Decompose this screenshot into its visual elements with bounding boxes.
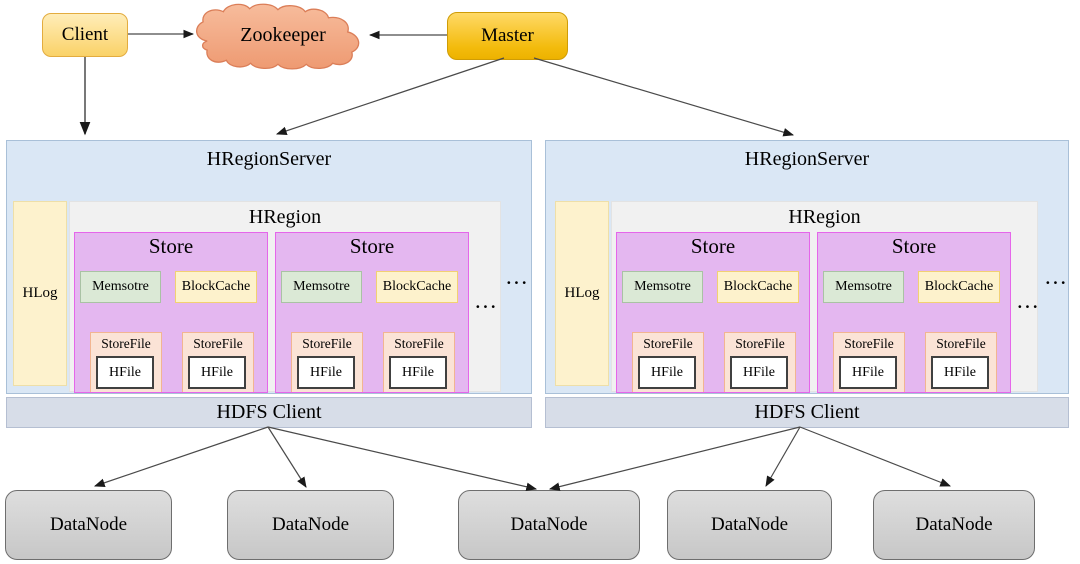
storefile-label: StoreFile xyxy=(101,336,151,351)
more-regions-ellipsis: ··· xyxy=(1045,273,1069,292)
store-title: Store xyxy=(891,234,937,258)
client-node: Client xyxy=(42,13,128,57)
arrow-hdfs2-to-datanode3 xyxy=(548,426,801,491)
hfile-box: HFile xyxy=(297,356,355,389)
store-2-1: Store Memsotre BlockCache StoreFile HFil… xyxy=(616,232,810,393)
store-2-2: Store Memsotre BlockCache StoreFile HFil… xyxy=(817,232,1011,393)
memstore-box: Memsotre xyxy=(281,271,362,303)
arrow-master-to-server2 xyxy=(533,57,795,137)
storefile-label: StoreFile xyxy=(936,336,986,351)
hregion-2: HRegion Store Memsotre BlockCache StoreF… xyxy=(611,201,1041,393)
hfile-box: HFile xyxy=(931,356,989,389)
blockcache-box: BlockCache xyxy=(918,271,1000,303)
storefile-box: StoreFile HFile xyxy=(291,332,363,392)
master-node: Master xyxy=(447,12,568,60)
hdfs-client-2: HDFS Client xyxy=(545,397,1069,428)
storefile-label: StoreFile xyxy=(394,336,444,351)
hregion-1: HRegion Store Memsotre BlockCache StoreF… xyxy=(69,201,501,393)
cloud-icon xyxy=(196,3,360,70)
hregionserver-2: HRegionServer HLog HRegion Store Memsotr… xyxy=(545,140,1069,394)
arrow-hdfs1-to-datanode1 xyxy=(93,426,269,487)
hfile-box: HFile xyxy=(96,356,154,389)
store-title: Store xyxy=(349,234,395,258)
store-1-2: Store Memsotre BlockCache StoreFile HFil… xyxy=(275,232,469,393)
hfile-box: HFile xyxy=(730,356,788,389)
hregion-2-title: HRegion xyxy=(788,206,861,228)
hregionserver-2-title: HRegionServer xyxy=(744,148,870,170)
client-label: Client xyxy=(61,24,109,45)
store-title: Store xyxy=(690,234,736,258)
datanode-3: DataNode xyxy=(458,490,640,560)
memstore-box: Memsotre xyxy=(823,271,904,303)
store-1-1: Store Memsotre BlockCache StoreFile HFil… xyxy=(74,232,268,393)
hdfs-client-1: HDFS Client xyxy=(6,397,532,428)
datanode-1: DataNode xyxy=(5,490,172,560)
store-title: Store xyxy=(148,234,194,258)
hfile-box: HFile xyxy=(188,356,246,389)
storefile-box: StoreFile HFile xyxy=(833,332,905,392)
storefile-box: StoreFile HFile xyxy=(383,332,455,392)
hfile-box: HFile xyxy=(389,356,447,389)
hregionserver-1: HRegionServer HLog HRegion Store Memsotr… xyxy=(6,140,532,394)
hfile-box: HFile xyxy=(638,356,696,389)
memstore-box: Memsotre xyxy=(80,271,161,303)
memstore-box: Memsotre xyxy=(622,271,703,303)
hregion-1-title: HRegion xyxy=(248,206,322,228)
blockcache-box: BlockCache xyxy=(175,271,257,303)
storefile-box: StoreFile HFile xyxy=(632,332,704,392)
datanode-2: DataNode xyxy=(227,490,394,560)
more-regions-ellipsis: ··· xyxy=(506,273,530,292)
arrow-hdfs1-to-datanode3 xyxy=(267,426,538,492)
storefile-box: StoreFile HFile xyxy=(182,332,254,392)
storefile-label: StoreFile xyxy=(302,336,352,351)
storefile-box: StoreFile HFile xyxy=(90,332,162,392)
hfile-box: HFile xyxy=(839,356,897,389)
storefile-label: StoreFile xyxy=(735,336,785,351)
storefile-label: StoreFile xyxy=(193,336,243,351)
hregionserver-1-title: HRegionServer xyxy=(206,148,332,170)
more-stores-ellipsis: ··· xyxy=(1017,297,1041,316)
storefile-label: StoreFile xyxy=(844,336,894,351)
storefile-box: StoreFile HFile xyxy=(925,332,997,392)
more-stores-ellipsis: ··· xyxy=(475,297,499,316)
arrow-hdfs2-to-datanode4 xyxy=(765,426,801,487)
datanode-4: DataNode xyxy=(667,490,832,560)
hlog-1: HLog xyxy=(13,201,67,386)
blockcache-box: BlockCache xyxy=(717,271,799,303)
arrow-hdfs1-to-datanode2 xyxy=(267,426,307,488)
zookeeper-label: Zookeeper xyxy=(240,23,326,46)
storefile-box: StoreFile HFile xyxy=(724,332,796,392)
blockcache-box: BlockCache xyxy=(376,271,458,303)
master-label: Master xyxy=(481,25,534,46)
storefile-label: StoreFile xyxy=(643,336,693,351)
hlog-2: HLog xyxy=(555,201,609,386)
datanode-5: DataNode xyxy=(873,490,1035,560)
zookeeper-node: Zookeeper xyxy=(193,1,373,73)
arrow-hdfs2-to-datanode5 xyxy=(799,426,952,487)
